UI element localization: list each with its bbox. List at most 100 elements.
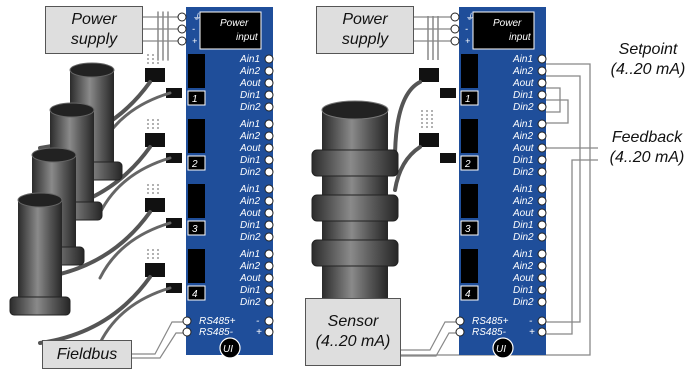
left-fieldbus-box: Fieldbus: [42, 340, 132, 369]
left-pin-label: Din2: [240, 102, 261, 113]
right-bus-terminal-left: [455, 316, 465, 326]
right-actuator-flange: [311, 149, 399, 177]
left-relay-block: [145, 198, 165, 212]
right-channel-badge: [460, 155, 479, 171]
right-pin-label: Ain1: [512, 184, 533, 195]
left-pin-terminal: [264, 297, 274, 307]
left-pin-label: Ain1: [239, 54, 260, 65]
right-pin-terminal: [537, 285, 547, 295]
left-channel-relay: [188, 54, 205, 88]
left-bus-terminal-right: [264, 327, 274, 337]
right-pin-label: Ain1: [512, 119, 533, 130]
setpoint-line2: (4..20 mA): [610, 61, 686, 78]
right-power-terminal-sign: ⏚: [465, 12, 474, 22]
rs485-return-line: [544, 75, 581, 323]
right-power-terminal-sign: -: [465, 24, 468, 34]
left-pin-label: Ain2: [239, 261, 260, 272]
right-pin-label: Din2: [513, 297, 534, 308]
right-power-terminal: [450, 36, 460, 46]
left-actuator-2-pipe-mouth: [49, 102, 95, 118]
left-pin-terminal: [264, 90, 274, 100]
right-bus-terminal-right: [537, 316, 547, 326]
right-pin-terminal: [537, 273, 547, 283]
right-channel-relay: [461, 54, 478, 88]
left-pin-label: Din2: [240, 232, 261, 243]
right-pin-label: Aout: [512, 208, 535, 219]
left-channel-relay: [188, 184, 205, 218]
left-pin-label: Din1: [240, 90, 261, 101]
left-pin-terminal: [264, 208, 274, 218]
left-pin-label: Ain2: [239, 196, 260, 207]
left-module: Powerinput⏚-+1Ain1Ain2AoutDin1Din22Ain1A…: [177, 7, 274, 359]
right-sensor-line1: Sensor: [327, 313, 379, 330]
right-bus-terminal-right: [537, 327, 547, 337]
right-actuator-flange: [311, 239, 399, 267]
left-pin-terminal: [264, 196, 274, 206]
right-pin-label: Ain2: [512, 66, 533, 77]
left-relay-block: [145, 133, 165, 147]
right-feedback-note: Feedback (4..20 mA): [598, 128, 696, 168]
left-relay-block: [145, 68, 165, 82]
right-pin-terminal: [537, 78, 547, 88]
left-pin-label: Din2: [240, 167, 261, 178]
left-power-input-label: Power: [220, 18, 249, 29]
right-cable-2: [393, 145, 422, 192]
right-pin-label: Din1: [513, 155, 534, 166]
left-power-input-block: [199, 11, 262, 50]
right-pin-label: Ain2: [512, 196, 533, 207]
right-channel-relay: [461, 119, 478, 153]
left-pin-label: Ain2: [239, 131, 260, 142]
right-power-terminal: [450, 24, 460, 34]
left-channel-badge: [187, 90, 206, 106]
din-loop-line: [544, 87, 561, 113]
right-pin-label: Ain1: [512, 249, 533, 260]
right-pin-terminal: [537, 196, 547, 206]
right-channel-relay: [461, 184, 478, 218]
left-channel-badge: [187, 155, 206, 171]
right-pin-label: Din2: [513, 232, 534, 243]
left-pin-label: Ain2: [239, 66, 260, 77]
left-fieldbus-line-2: [131, 332, 187, 359]
left-ui-badge: [219, 337, 241, 359]
left-power-terminal-sign: -: [192, 24, 195, 34]
right-channel-badge: [460, 90, 479, 106]
right-bus-label: RS485-: [472, 327, 507, 338]
left-pin-terminal: [264, 167, 274, 177]
left-pin-terminal: [264, 232, 274, 242]
left-channel-relay: [188, 119, 205, 153]
left-pin-terminal: [264, 102, 274, 112]
left-actuator-4-pipe: [18, 200, 62, 315]
left-power-input-label-2: input: [236, 32, 259, 43]
right-pin-terminal: [537, 261, 547, 271]
right-power-input-label: Power: [493, 18, 522, 29]
left-pin-label: Din1: [240, 220, 261, 231]
left-pin-terminal: [264, 184, 274, 194]
right-cable: [393, 80, 422, 162]
right-pin-label: Aout: [512, 78, 535, 89]
right-connector-block: [440, 153, 456, 163]
right-power-terminal-sign: +: [465, 36, 470, 46]
right-channel-relay: [461, 249, 478, 283]
right-channel-badge: [460, 220, 479, 236]
left-pin-terminal: [264, 143, 274, 153]
right-bus-sign: +: [529, 327, 535, 338]
right-actuator-flange: [311, 194, 399, 222]
left-connector-block: [166, 218, 182, 228]
right-pin-terminal: [537, 155, 547, 165]
right-pin-label: Din2: [513, 102, 534, 113]
left-pin-label: Ain1: [239, 184, 260, 195]
left-power-terminal-sign: ⏚: [192, 12, 201, 22]
left-pin-terminal: [264, 273, 274, 283]
right-power-input-block: [472, 11, 535, 50]
left-pin-terminal: [264, 285, 274, 295]
right-sensor-box: Sensor (4..20 mA): [305, 298, 401, 366]
right-pin-terminal: [537, 90, 547, 100]
left-bus-label: RS485-: [199, 327, 234, 338]
left-actuator-4-pipe-mouth: [17, 192, 63, 208]
left-bus-terminal-right: [264, 316, 274, 326]
left-connector-block: [166, 88, 182, 98]
left-channel-number: 3: [192, 224, 198, 235]
left-pin-terminal: [264, 66, 274, 76]
right-channel-badge: [460, 285, 479, 301]
